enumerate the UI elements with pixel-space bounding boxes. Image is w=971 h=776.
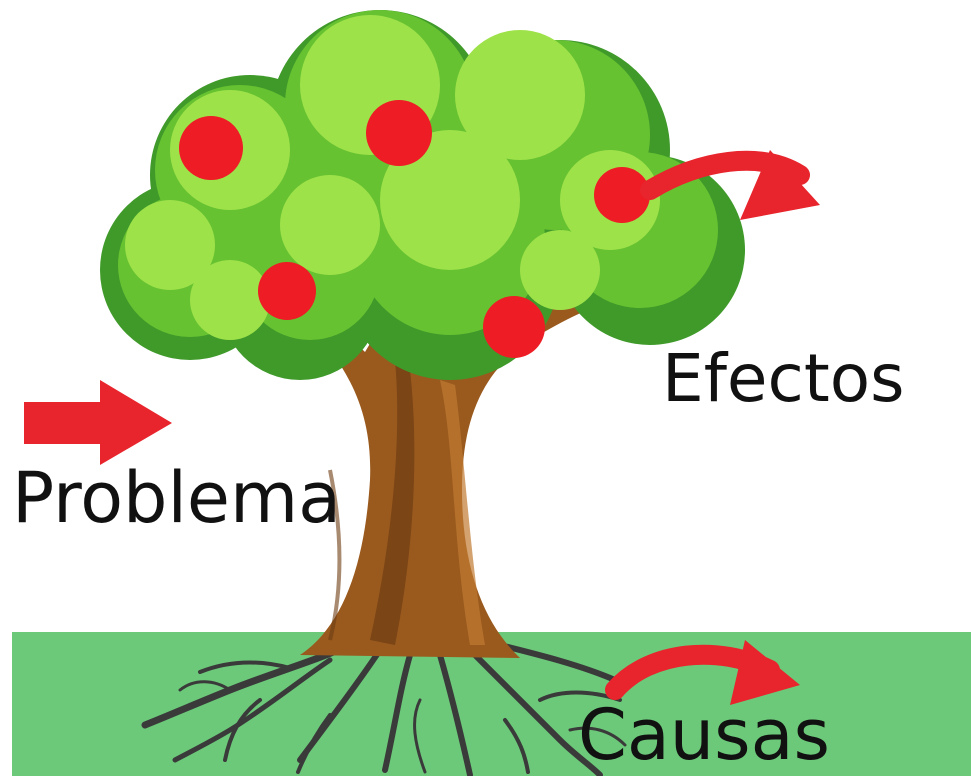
right-arrow-icon (24, 380, 172, 465)
fruit (366, 100, 432, 166)
fruit (483, 296, 545, 358)
fruit (258, 262, 316, 320)
effects-label: Efectos (662, 346, 904, 412)
problem-label: Problema (12, 463, 341, 533)
causes-label: Causas (578, 700, 830, 770)
fruit (179, 116, 243, 180)
